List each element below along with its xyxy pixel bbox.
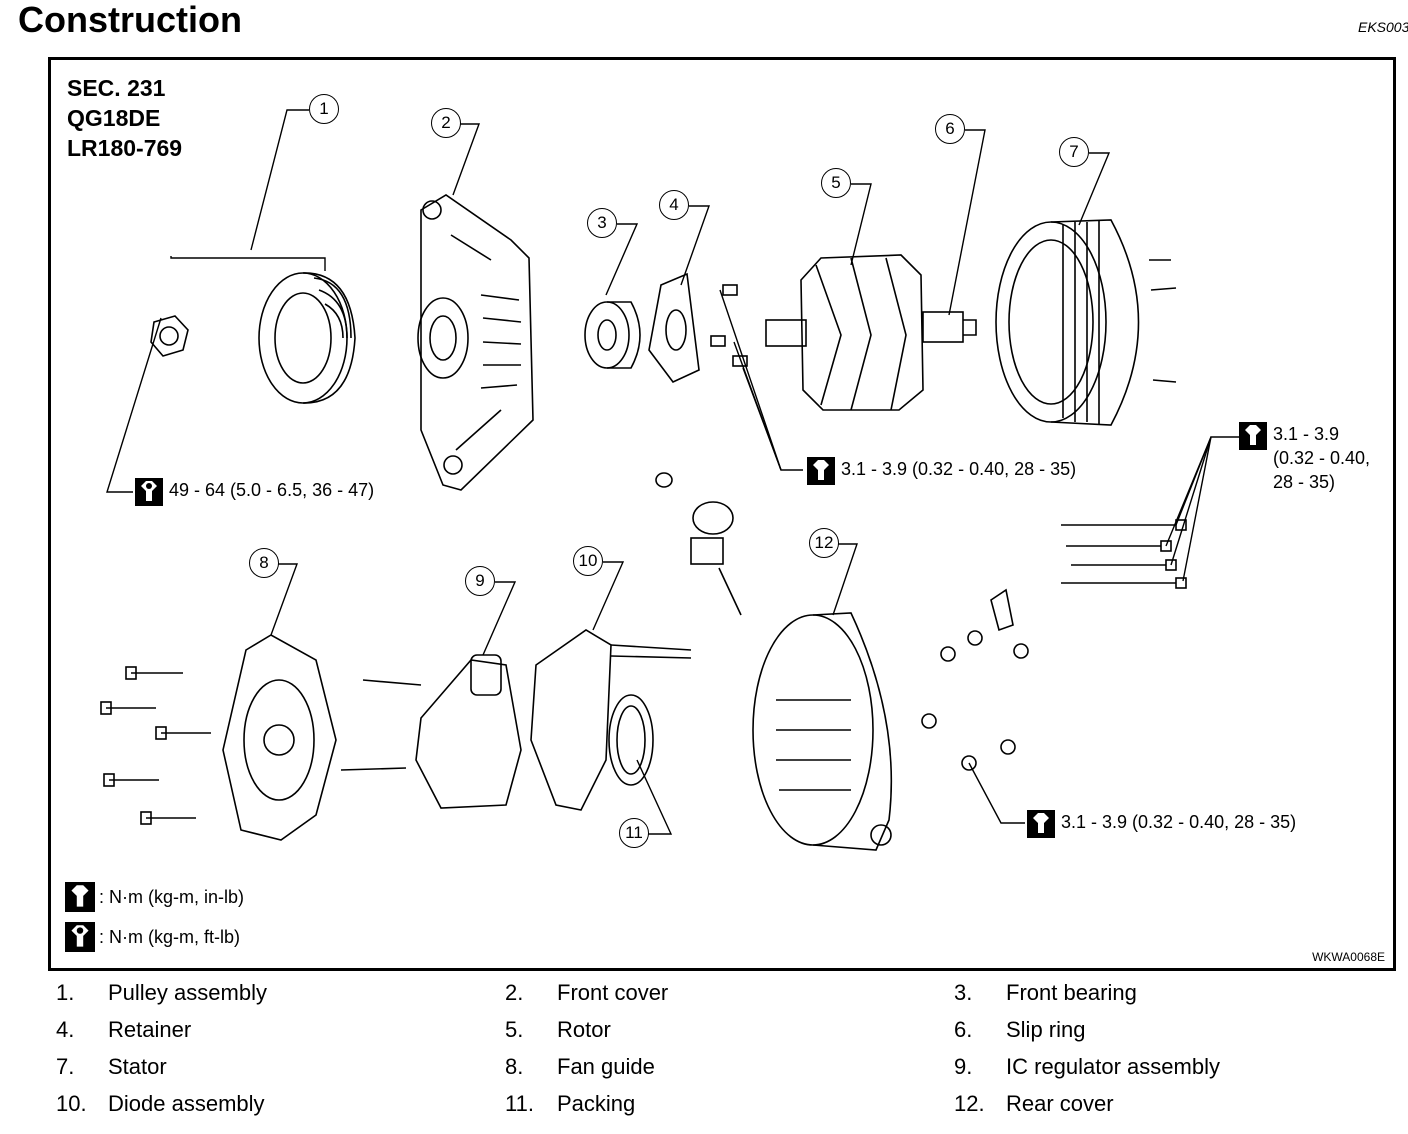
screws-drawing (710, 284, 748, 367)
part-number: 9. (954, 1054, 973, 1079)
callout-6: 6 (935, 114, 965, 144)
part-name: Pulley assembly (108, 980, 267, 1005)
fan-guide-drawing (100, 634, 337, 841)
part-number: 1. (56, 980, 75, 1005)
bearing-retainer-drawing (584, 272, 700, 383)
part-name: Retainer (108, 1017, 192, 1042)
exploded-view-figure: SEC. 231 QG18DE LR180-769 1 2 3 4 5 6 7 … (48, 57, 1396, 971)
section-label: SEC. 231 QG18DE LR180-769 (67, 73, 182, 163)
torque-wrench-filled-icon (1239, 422, 1267, 450)
part-name: Front bearing (1006, 980, 1137, 1005)
torque-wrench-filled-icon (65, 882, 95, 912)
legend-item-ft-lb: : N·m (kg-m, ft-lb) (65, 922, 240, 952)
torque-wrench-filled-icon (1027, 810, 1055, 838)
callout-8: 8 (249, 548, 279, 578)
figure-code: WKWA0068E (1312, 950, 1385, 964)
part-name: Packing (557, 1091, 636, 1116)
torque-spec-rear-nuts: 3.1 - 3.9 (0.32 - 0.40, 28 - 35) (1027, 810, 1296, 838)
callout-10: 10 (573, 546, 603, 576)
torque-spec-through-bolts: 3.1 - 3.9 (0.32 - 0.40, 28 - 35) (1239, 422, 1370, 494)
part-name: Front cover (557, 980, 669, 1005)
part-name: Slip ring (1006, 1017, 1086, 1042)
diode-assembly-drawing (530, 629, 692, 811)
legend-item-in-lb: : N·m (kg-m, in-lb) (65, 882, 244, 912)
engine-code: QG18DE (67, 105, 161, 131)
page-title: Construction (18, 0, 242, 40)
callout-2: 2 (431, 108, 461, 138)
callout-1: 1 (309, 94, 339, 124)
legend-text: : N·m (kg-m, ft-lb) (99, 927, 240, 947)
part-name: Rear cover (1006, 1091, 1114, 1116)
callout-4: 4 (659, 190, 689, 220)
parts-list: 1. Pulley assembly 2. Front cover 3. Front … (0, 975, 1408, 1125)
torque-spec-screws: 3.1 - 3.9 (0.32 - 0.40, 28 - 35) (807, 457, 1076, 485)
section-number: SEC. 231 (67, 75, 166, 101)
rear-nuts-drawing (921, 588, 1029, 771)
part-number: 5. (505, 1017, 524, 1042)
callout-11: 11 (619, 818, 649, 848)
callout-3: 3 (587, 208, 617, 238)
part-name: Fan guide (557, 1054, 655, 1079)
document-code: EKS003 (1358, 19, 1408, 35)
part-name: IC regulator assembly (1006, 1054, 1220, 1079)
part-number: 11. (505, 1091, 534, 1116)
stator-drawing (995, 219, 1177, 426)
torque-wrench-filled-icon (807, 457, 835, 485)
part-name: Stator (108, 1054, 167, 1079)
exploded-view-drawing (100, 109, 1239, 851)
torque-value: 49 - 64 (5.0 - 6.5, 36 - 47) (169, 480, 375, 500)
part-number: 7. (56, 1054, 75, 1079)
leader-lines (106, 109, 1239, 835)
torque-wrench-outline-icon (65, 922, 95, 952)
part-number: 2. (505, 980, 524, 1005)
alternator-model: LR180-769 (67, 135, 183, 161)
part-name: Rotor (557, 1017, 611, 1042)
part-number: 3. (954, 980, 973, 1005)
legend-text: : N·m (kg-m, in-lb) (99, 887, 244, 907)
torque-value-line: 28 - 35) (1273, 472, 1336, 492)
pulley-assembly-drawing (150, 272, 356, 404)
callout-9: 9 (465, 566, 495, 596)
torque-value: 3.1 - 3.9 (0.32 - 0.40, 28 - 35) (1061, 812, 1297, 832)
part-number: 8. (505, 1054, 524, 1079)
callout-7: 7 (1059, 137, 1089, 167)
brush-parts-drawing (655, 472, 742, 616)
callout-12: 12 (809, 528, 839, 558)
torque-spec-nut: 49 - 64 (5.0 - 6.5, 36 - 47) (135, 478, 374, 506)
rear-cover-drawing (752, 612, 893, 851)
rotor-drawing (765, 254, 977, 411)
part-number: 10. (56, 1091, 87, 1116)
through-bolts-drawing (1061, 519, 1187, 589)
part-number: 12. (954, 1091, 985, 1116)
torque-value: 3.1 - 3.9 (0.32 - 0.40, 28 - 35) (841, 459, 1077, 479)
callout-5: 5 (821, 168, 851, 198)
part-name: Diode assembly (108, 1091, 265, 1116)
ic-regulator-drawing (340, 654, 522, 809)
torque-value-line: 3.1 - 3.9 (1273, 424, 1340, 444)
front-cover-drawing (417, 194, 534, 491)
torque-wrench-outline-icon (135, 478, 163, 506)
part-number: 4. (56, 1017, 75, 1042)
part-number: 6. (954, 1017, 973, 1042)
torque-value-line: (0.32 - 0.40, (1273, 448, 1371, 468)
